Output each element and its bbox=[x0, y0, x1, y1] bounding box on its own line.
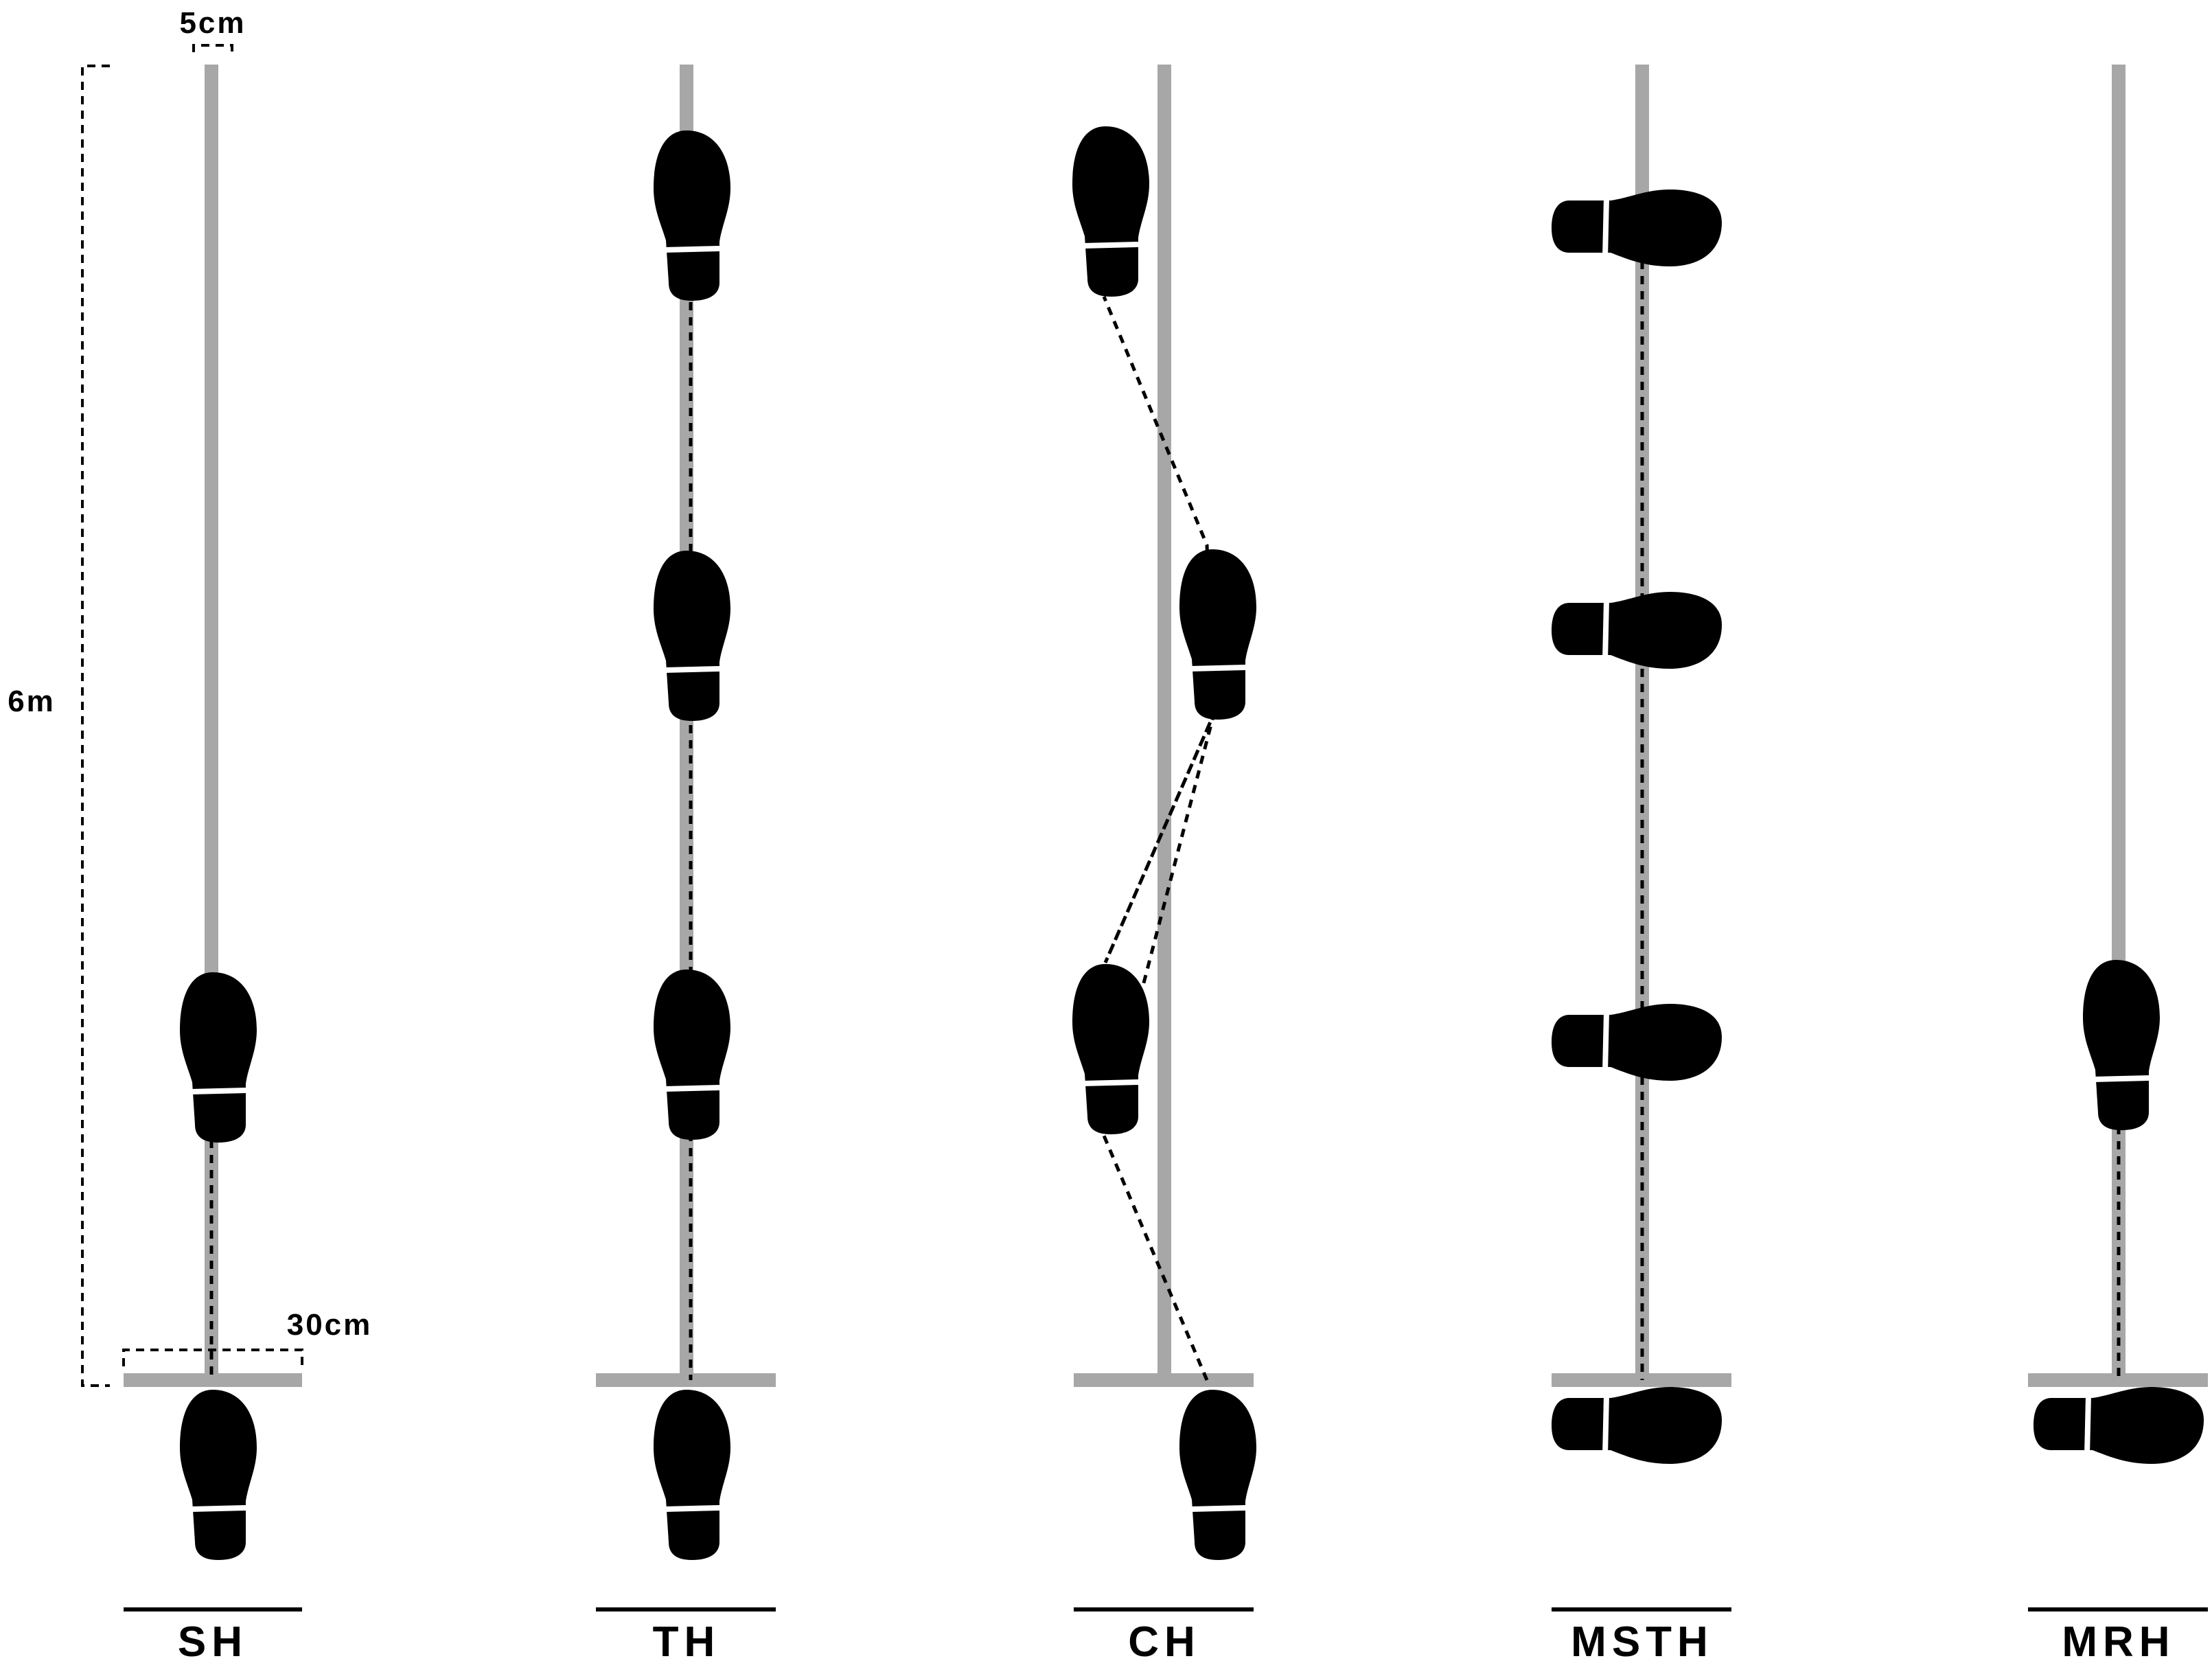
msth-column: MSTH bbox=[1552, 65, 1731, 1663]
th-footprint-hop-2 bbox=[654, 551, 730, 721]
start-width-bracket bbox=[122, 1349, 303, 1366]
msth-footprint-hop-3 bbox=[1552, 190, 1722, 266]
msth-footprint-start bbox=[1552, 1387, 1722, 1464]
ch-footprint-hop-1 bbox=[1072, 964, 1149, 1134]
start-width-label: 30cm bbox=[287, 1308, 373, 1342]
ch-footprint-hop-2 bbox=[1179, 549, 1256, 720]
width-label: 5cm bbox=[179, 6, 246, 40]
length-label: 6m bbox=[8, 685, 56, 718]
sh-footprint-landing bbox=[180, 972, 257, 1143]
ch-hop-path bbox=[1102, 296, 1216, 1381]
mrh-label: MRH bbox=[2062, 1618, 2175, 1663]
ch-label: CH bbox=[1128, 1618, 1201, 1663]
sh-footprint-start bbox=[180, 1390, 257, 1560]
length-bracket bbox=[81, 65, 110, 1387]
th-footprint-hop-1 bbox=[654, 970, 730, 1140]
th-footprint-start bbox=[654, 1390, 730, 1560]
th-label: TH bbox=[653, 1618, 721, 1663]
msth-label: MSTH bbox=[1571, 1618, 1714, 1663]
mrh-footprint-landing bbox=[2083, 960, 2160, 1130]
ch-footprint-start bbox=[1179, 1390, 1256, 1560]
ch-column: CH bbox=[1072, 65, 1256, 1663]
ch-footprint-hop-3 bbox=[1072, 126, 1149, 297]
msth-footprint-hop-2 bbox=[1552, 592, 1722, 669]
mrh-footprint-start bbox=[2034, 1387, 2204, 1464]
th-footprint-hop-3 bbox=[654, 130, 730, 301]
sh-column: 5cm 6m 30cm SH bbox=[8, 6, 373, 1663]
msth-footprint-hop-1 bbox=[1552, 1004, 1722, 1081]
th-column: TH bbox=[596, 65, 776, 1663]
sh-label: SH bbox=[178, 1618, 248, 1663]
mrh-column: MRH bbox=[2028, 65, 2208, 1663]
width-bracket bbox=[192, 44, 233, 52]
